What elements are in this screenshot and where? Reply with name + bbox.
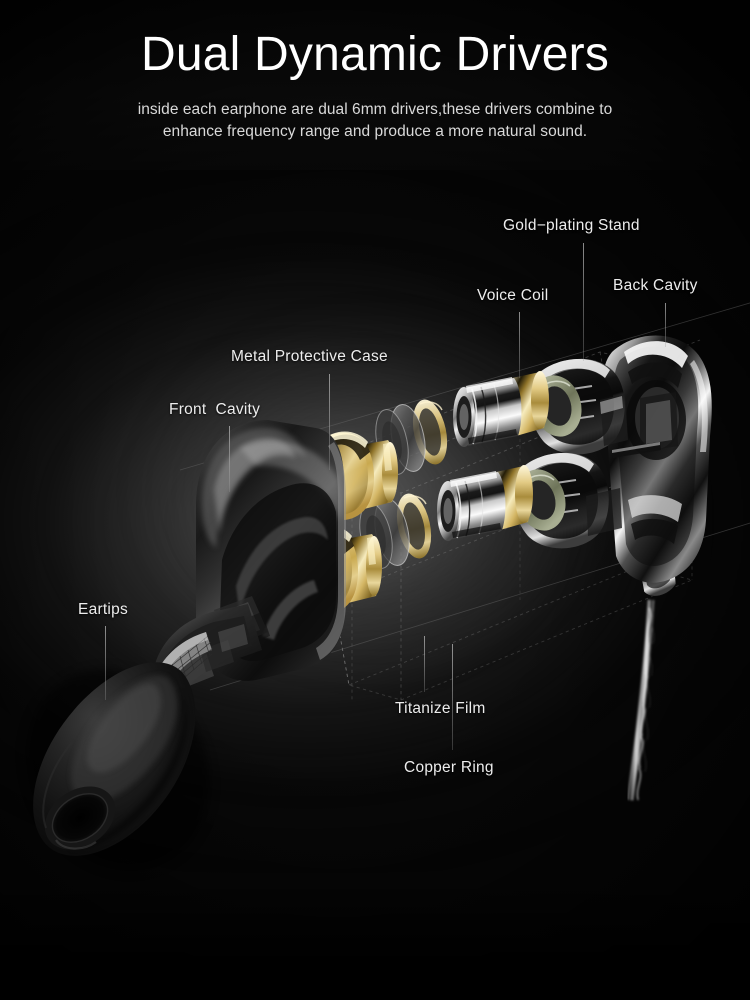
leader-line-back-cavity [665, 303, 666, 347]
callout-label-front-cavity: Front Cavity [169, 401, 261, 418]
callout-label-copper-ring: Copper Ring [404, 759, 494, 776]
leader-line-metal-protective-case [329, 374, 330, 470]
leader-line-front-cavity [229, 426, 230, 492]
page-subtitle: inside each earphone are dual 6mm driver… [137, 101, 613, 141]
leader-line-gold-plating-stand [583, 243, 584, 361]
leader-line-copper-ring [452, 644, 453, 750]
callout-label-voice-coil: Voice Coil [477, 287, 549, 304]
back-cavity [602, 335, 712, 583]
callout-label-titanize-film: Titanize Film [395, 700, 486, 717]
leader-line-eartips [105, 626, 106, 700]
callout-label-back-cavity: Back Cavity [613, 277, 698, 294]
callout-label-gold-plating-stand: Gold−plating Stand [503, 217, 640, 234]
leader-line-titanize-film [424, 636, 425, 692]
callout-label-metal-protective-case: Metal Protective Case [231, 348, 388, 365]
page-title: Dual Dynamic Drivers [140, 28, 610, 81]
braided-cable [626, 599, 655, 801]
header: Dual Dynamic Drivers inside each earphon… [0, 0, 750, 143]
callout-label-eartips: Eartips [78, 601, 128, 618]
eartip [26, 662, 210, 871]
leader-line-voice-coil [519, 312, 520, 378]
voice-coil-upper [453, 371, 549, 447]
voice-coil-lower [437, 465, 533, 541]
background-bottom-band [0, 880, 750, 1000]
